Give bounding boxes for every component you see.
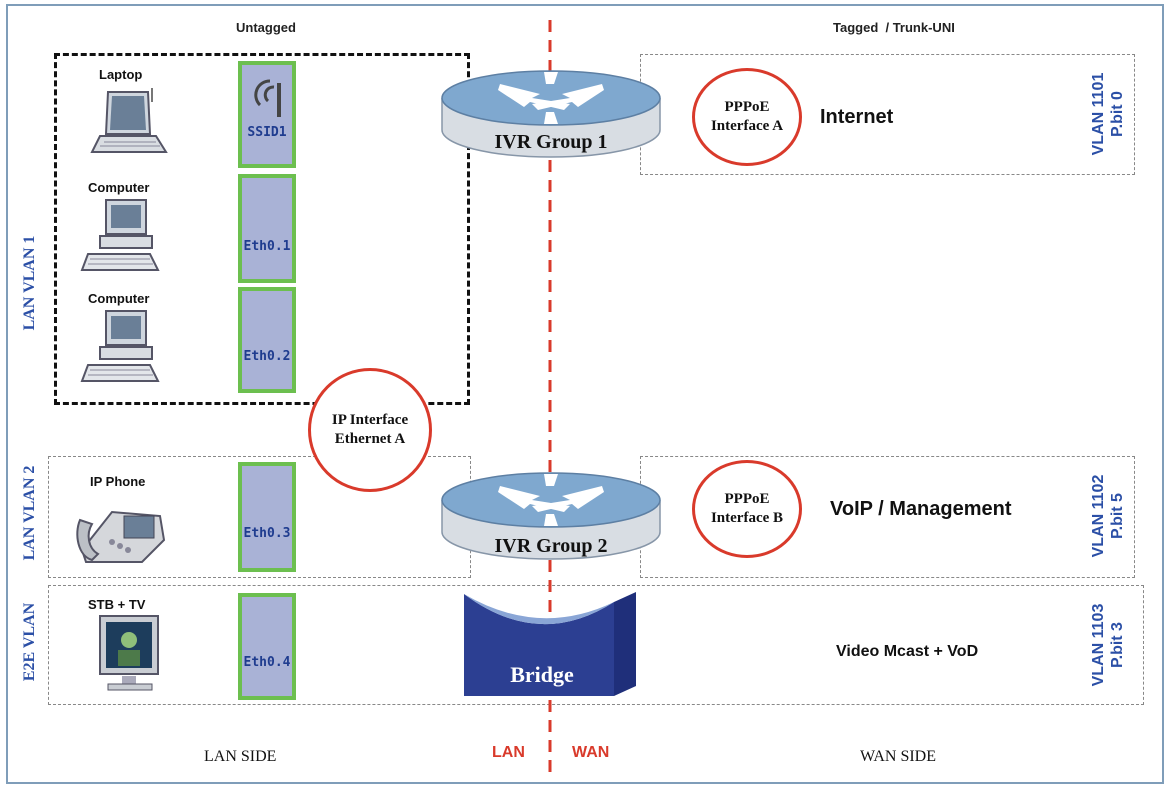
ip-phone-icon xyxy=(76,510,166,563)
vlan-1101-label: VLAN 1101 P.bit 0 xyxy=(1089,59,1127,169)
ivr-group-2-label: IVR Group 2 xyxy=(495,535,608,557)
eth0-3-port: Eth0.3 xyxy=(238,462,296,572)
eth0-4-label: Eth0.4 xyxy=(243,655,291,670)
pppoe-b-line2: Interface B xyxy=(710,510,784,526)
service-video: Video Mcast + VoD xyxy=(836,643,979,660)
bridge-label: Bridge xyxy=(510,662,574,687)
vlan-1101-pbit: P.bit 0 xyxy=(1109,91,1126,137)
router-icon-ivr1: IVR Group 1 xyxy=(441,70,661,158)
e2e-vlan-box xyxy=(48,585,1144,705)
ip-phone-label: IP Phone xyxy=(90,474,146,489)
vlan-1103-pbit: P.bit 3 xyxy=(1109,622,1126,668)
computer-label-2: Computer xyxy=(88,291,150,306)
bridge-icon: Bridge xyxy=(464,592,636,696)
pppoe-interface-b: PPPoE Interface B xyxy=(692,460,802,558)
desktop-computer-icon xyxy=(80,310,160,382)
header-untagged: Untagged xyxy=(236,20,296,35)
wifi-antenna-icon xyxy=(254,79,281,117)
wan-side-label: WAN SIDE xyxy=(860,748,936,765)
ssid1-label: SSID1 xyxy=(247,125,287,140)
ip-eth-a-line1: IP Interface xyxy=(331,412,409,428)
vlan-1103-label: VLAN 1103 P.bit 3 xyxy=(1089,590,1127,700)
vlan-1102-pbit: P.bit 5 xyxy=(1109,493,1126,539)
lan-side-label: LAN SIDE xyxy=(204,748,277,765)
pppoe-a-line2: Interface A xyxy=(710,118,784,134)
lan-label: LAN xyxy=(492,744,525,761)
stb-tv-label: STB + TV xyxy=(88,597,146,612)
vlan-1102-id: VLAN 1102 xyxy=(1090,474,1107,558)
service-voip-management: VoIP / Management xyxy=(830,498,1012,520)
lan-vlan2-label: LAN VLAN 2 xyxy=(21,465,38,561)
vlan-1101-id: VLAN 1101 xyxy=(1090,72,1107,156)
laptop-icon xyxy=(90,88,168,153)
router-icon-ivr2: IVR Group 2 xyxy=(441,472,661,560)
vlan-1102-label: VLAN 1102 P.bit 5 xyxy=(1089,461,1127,571)
e2e-vlan-label: E2E VLAN xyxy=(21,602,38,682)
pppoe-interface-a: PPPoE Interface A xyxy=(692,68,802,166)
pppoe-a-line1: PPPoE xyxy=(724,99,770,115)
lan-vlan1-group-box xyxy=(54,53,470,405)
service-internet: Internet xyxy=(820,106,894,128)
eth0-2-label: Eth0.2 xyxy=(243,349,291,364)
ssid1-port: SSID1 xyxy=(238,61,296,168)
ip-eth-a-line2: Ethernet A xyxy=(334,431,406,447)
desktop-computer-icon xyxy=(80,199,160,271)
vlan-1103-id: VLAN 1103 xyxy=(1090,603,1107,687)
computer-label-1: Computer xyxy=(88,180,150,195)
pppoe-b-line1: PPPoE xyxy=(724,491,770,507)
laptop-label: Laptop xyxy=(99,67,143,82)
wan-label: WAN xyxy=(572,744,610,761)
eth0-3-label: Eth0.3 xyxy=(243,526,291,541)
ivr-group-1-label: IVR Group 1 xyxy=(495,131,608,153)
eth0-2-port: Eth0.2 xyxy=(238,287,296,393)
header-tagged-trunk: Tagged / Trunk-UNI xyxy=(833,20,955,35)
eth0-1-port: Eth0.1 xyxy=(238,174,296,283)
eth0-1-label: Eth0.1 xyxy=(243,239,291,254)
tv-icon xyxy=(99,615,159,691)
eth0-4-port: Eth0.4 xyxy=(238,593,296,700)
lan-vlan1-label: LAN VLAN 1 xyxy=(21,235,38,331)
